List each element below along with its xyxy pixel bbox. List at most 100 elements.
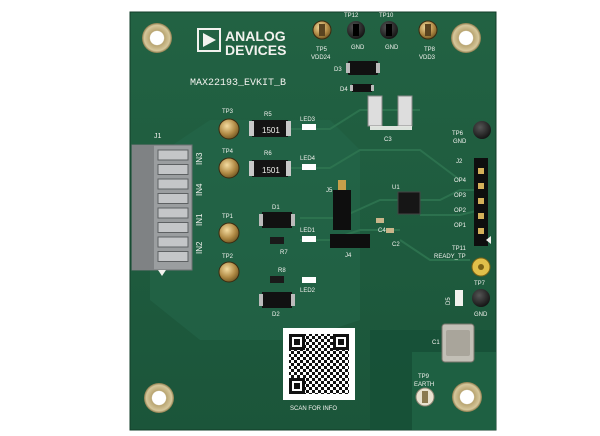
tp6-label: GND [453,139,467,145]
capacitor-c1 [441,323,475,363]
resistor-r5 [249,120,291,137]
qr-code [283,328,355,400]
tp1-ref: TP1 [222,214,234,220]
j2-pin-op4: OP4 [454,178,467,184]
tp3-ref: TP3 [222,109,234,115]
led3-label: LED3 [300,117,316,123]
j1-terminal-slot [157,222,189,233]
led2-label: LED2 [300,288,316,294]
tp5-label: VDD24 [311,55,331,61]
j2-pin-op1: OP1 [454,223,467,229]
j2-header-pin [478,183,484,189]
tp9-ref: TP9 [418,374,430,380]
tp5-ref: TP5 [316,47,328,53]
tp12-ref: TP12 [344,13,359,19]
c2-label: C2 [392,242,400,248]
led4-label: LED4 [300,156,316,162]
diode-d3 [346,61,380,75]
u1-label: U1 [392,185,400,191]
j2-pin-op3: OP3 [454,193,467,199]
part-number-label: MAX22193_EVKIT_B [190,78,286,89]
c3-label: C3 [384,137,392,143]
r6-ref: R6 [264,151,272,157]
j1-terminal-slot [157,149,189,161]
d3-label: D3 [334,67,342,73]
j1-terminal-slots [157,149,189,262]
tp9-label: EARTH [414,382,434,388]
d1-label: D1 [272,205,280,211]
led4-body [302,164,316,170]
logo-text-analog: ANALOG [225,28,286,44]
test-point-tp3 [218,118,240,140]
j2-header-pins [478,168,484,234]
top-test-points [312,20,438,40]
j1-label-in1: IN1 [195,213,204,226]
tp7-ref: TP7 [474,281,486,287]
tp6-ref: TP6 [452,131,464,137]
d2-label: D2 [272,312,280,318]
j1-input-labels: IN1 IN2 IN3 IN4 [195,152,204,254]
j1-label-in2: IN2 [195,241,204,254]
r8-ref: R8 [278,268,286,274]
j1-label-in3: IN3 [195,152,204,165]
j2-header-pin [478,213,484,219]
analog-devices-logo: ANALOG DEVICES [197,28,286,58]
j2-ref: J2 [456,159,463,165]
diode-d4 [350,84,374,92]
j1-terminal-slot [157,251,189,262]
copper-pour-left [150,120,360,340]
j5-label: J5 [326,188,333,194]
capacitor-c4 [376,218,384,223]
led2-body [302,277,316,283]
j2-header-pin [478,198,484,204]
tp8-ref: TP8 [424,47,436,53]
j4-label: J4 [345,253,352,259]
capacitor-c2 [386,228,394,233]
j1-terminal-slot [157,193,189,204]
ic-u1 [397,191,421,215]
j1-terminal-slot [157,178,189,190]
j2-pin1-marker [486,236,491,244]
tp8-label: VDD3 [419,55,436,61]
test-point-tp4 [218,157,240,179]
j2-pin-op2: OP2 [454,208,467,214]
c1-label: C1 [432,340,440,346]
qr-caption: SCAN FOR INFO [290,406,337,412]
jumper-j4 [330,234,370,248]
tp10-ref: TP10 [379,13,394,19]
r5-ref: R5 [264,112,272,118]
c4-label: C4 [378,228,386,234]
j1-terminal-slot [157,207,189,219]
capacitor-c3 [367,95,413,130]
mounting-holes [142,23,482,413]
diode-d5 [455,290,463,306]
tp4-ref: TP4 [222,149,234,155]
led1-label: LED1 [300,228,316,234]
tp2-ref: TP2 [222,254,234,260]
tp11-label: READY_TP [434,254,466,260]
r6-marking: 1501 [262,166,280,175]
r5-marking: 1501 [262,126,280,135]
resistor-r8 [270,276,284,283]
test-point-tp6 [473,121,491,139]
resistor-r6 [249,160,291,177]
resistor-r7 [270,237,284,244]
j1-pin1-marker [158,270,166,276]
led3-body [302,124,316,130]
j2-header-pin [478,228,484,234]
diode-d1 [259,212,295,228]
test-point-tp7 [472,289,490,307]
diode-d2 [259,292,295,308]
led1-body [302,236,316,242]
j1-terminal-slot [157,164,189,175]
j2-header-pin [478,168,484,174]
jumper-j5 [333,180,351,230]
tp11-ref: TP11 [452,246,467,252]
j1-label-in4: IN4 [195,183,204,196]
d4-label: D4 [340,87,348,93]
tp12-label: GND [351,45,365,51]
test-point-tp2 [218,261,240,283]
j1-ref: J1 [154,133,162,140]
tp7-label: GND [474,312,488,318]
